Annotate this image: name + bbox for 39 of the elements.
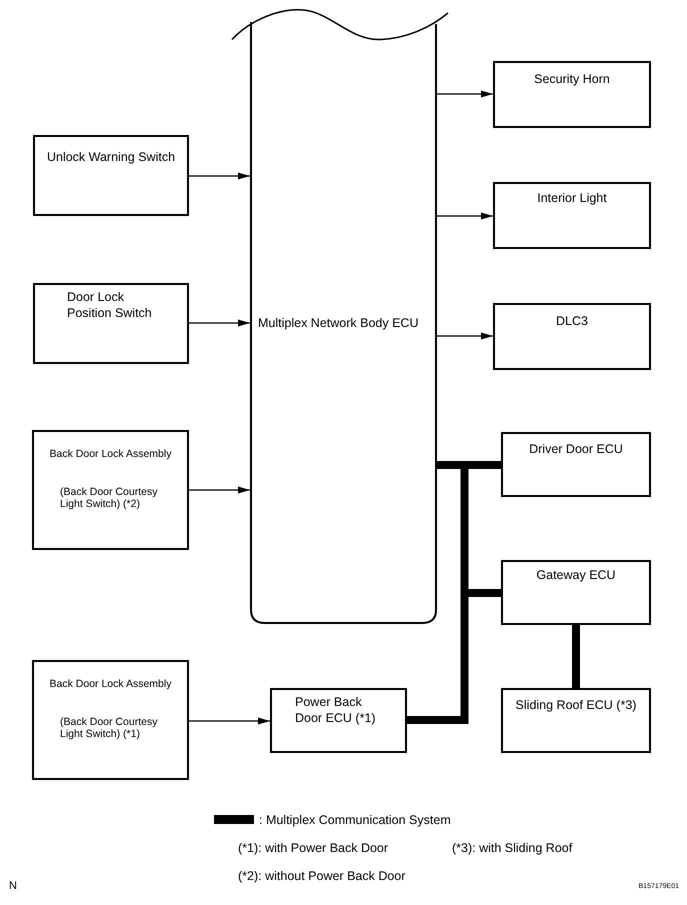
- legend-label: : Multiplex Communication System: [259, 812, 451, 828]
- footnote: (*3): with Sliding Roof: [452, 840, 572, 856]
- node-label: Interior Light: [537, 190, 607, 206]
- component-box: [32, 430, 189, 550]
- component-box: [493, 303, 651, 370]
- component-box: [501, 432, 651, 497]
- component-box: [32, 660, 189, 780]
- arrow: [437, 212, 493, 220]
- component-box: [493, 61, 651, 128]
- node-label: (Back Door Courtesy Light Switch) (*2): [60, 486, 158, 510]
- component-box: [493, 182, 651, 249]
- arrow: [189, 718, 270, 724]
- footnote: (*1): with Power Back Door: [238, 840, 388, 856]
- node-label: Sliding Roof ECU (*3): [516, 698, 636, 712]
- node-label: Driver Door ECU: [529, 442, 623, 456]
- node-label: Back Door Lock Assembly: [50, 448, 172, 460]
- arrow: [189, 320, 250, 326]
- arrow: [189, 486, 250, 494]
- bus-line: [572, 625, 580, 688]
- arrow: [437, 90, 493, 98]
- footnote: (*2): without Power Back Door: [238, 868, 406, 884]
- control-unit-block: [250, 22, 437, 624]
- component-box: [33, 135, 189, 216]
- corner-mark: N: [9, 880, 17, 894]
- node-label: Multiplex Network Body ECU: [258, 316, 418, 330]
- node-label: Power Back Door ECU (*1): [295, 694, 377, 726]
- node-label: Back Door Lock Assembly: [50, 678, 172, 690]
- component-box: [33, 283, 189, 364]
- node-label: Gateway ECU: [536, 568, 616, 582]
- node-label: DLC3: [556, 314, 588, 328]
- node-label: Door Lock Position Switch: [67, 289, 153, 321]
- arrow: [437, 332, 493, 340]
- node-label: Unlock Warning Switch: [46, 150, 176, 164]
- arrow: [189, 172, 250, 180]
- node-label: Security Horn: [534, 72, 610, 86]
- component-box: [270, 688, 407, 753]
- node-label: (Back Door Courtesy Light Switch) (*1): [60, 716, 158, 740]
- component-box: [501, 688, 651, 753]
- component-box: [501, 560, 651, 625]
